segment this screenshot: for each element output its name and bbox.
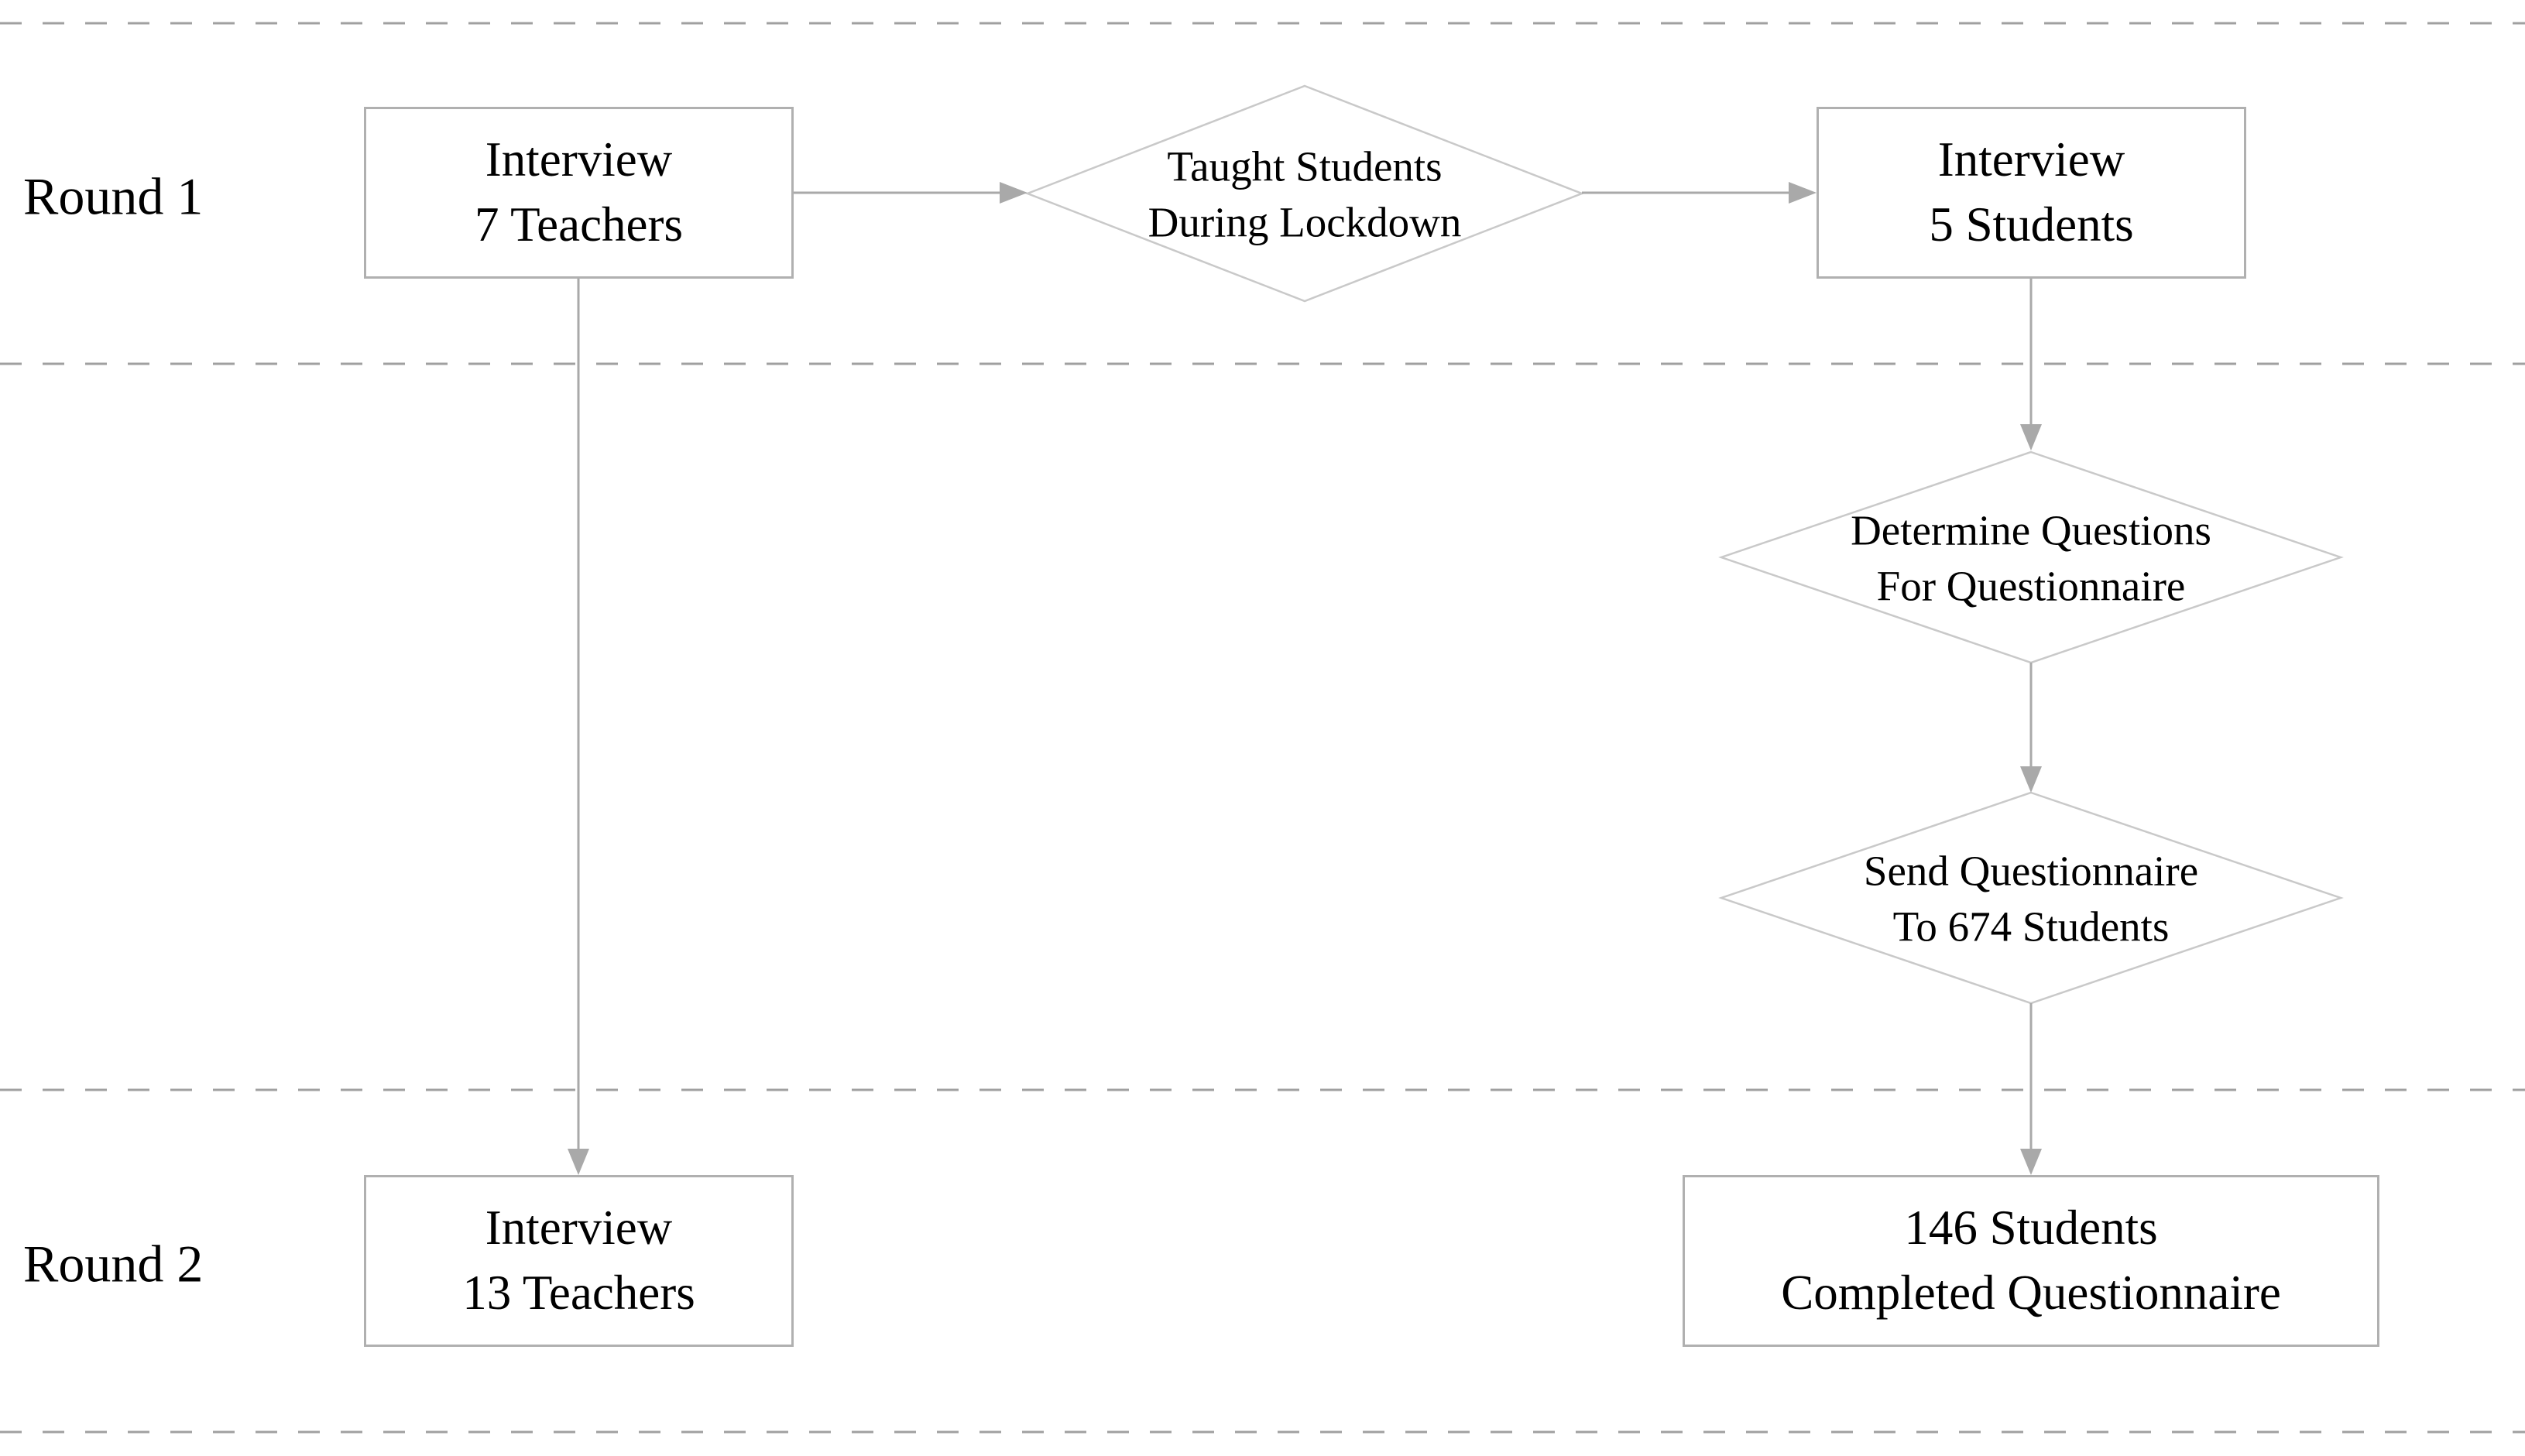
arrowhead-send-to-completed	[2020, 1149, 2042, 1175]
node-146-students-completed: 146 Students Completed Questionnaire	[1683, 1175, 2379, 1347]
arrowhead-7teachers-to-lockdown	[1000, 182, 1027, 204]
node-determine-questions-label: Determine Questions For Questionnaire	[1851, 503, 2211, 614]
node-text-line: Interview	[1937, 132, 2125, 187]
node-text-line: Send Questionnaire	[1863, 847, 2199, 895]
arrowhead-lockdown-to-5students	[1789, 182, 1817, 204]
arrowhead-5students-to-determine	[2020, 424, 2042, 451]
node-interview-13-teachers: Interview 13 Teachers	[364, 1175, 794, 1347]
node-text-line: Taught Students	[1167, 142, 1443, 190]
node-text-line: Interview	[485, 1201, 673, 1256]
node-text-line: 7 Teachers	[474, 197, 684, 252]
node-text-line: During Lockdown	[1148, 198, 1462, 245]
node-send-questionnaire-label: Send Questionnaire To 674 Students	[1864, 844, 2198, 954]
node-interview-5-students: Interview 5 Students	[1817, 107, 2246, 279]
node-text-line: Interview	[485, 132, 673, 187]
round-2-label: Round 2	[23, 1234, 204, 1293]
round-1-label: Round 1	[23, 166, 204, 226]
node-text-line: For Questionnaire	[1876, 562, 2186, 609]
node-text-line: To 674 Students	[1892, 903, 2170, 950]
arrowhead-7teachers-to-13teachers	[568, 1149, 589, 1175]
node-interview-7-teachers: Interview 7 Teachers	[364, 107, 794, 279]
node-text-line: Completed Questionnaire	[1781, 1266, 2281, 1320]
node-text-line: 5 Students	[1929, 197, 2134, 252]
arrowhead-determine-to-send	[2020, 766, 2042, 793]
node-text-line: Determine Questions	[1851, 506, 2211, 554]
node-text-line: 146 Students	[1904, 1201, 2158, 1256]
node-taught-students-label: Taught Students During Lockdown	[1148, 139, 1462, 250]
node-text-line: 13 Teachers	[462, 1266, 695, 1320]
diamond-taught-students	[1024, 84, 1585, 303]
